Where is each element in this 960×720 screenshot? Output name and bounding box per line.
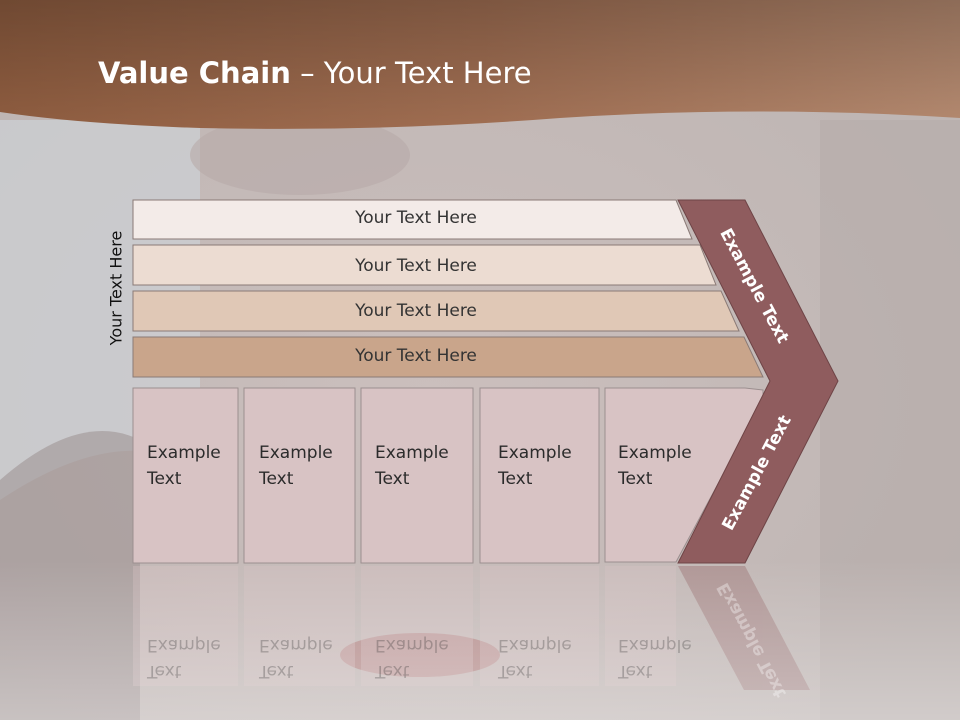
box-5-line1: Example: [618, 443, 692, 463]
bar-3: [132, 290, 740, 332]
box-2-reflection: Text Example: [259, 632, 359, 684]
bar-1: [132, 199, 693, 240]
box-4-reflection-line2: Text: [498, 661, 533, 681]
box-5-reflection-line1: Example: [618, 635, 692, 655]
title-rest: – Your Text Here: [290, 56, 532, 90]
page-title: Value Chain – Your Text Here: [98, 56, 532, 90]
box-2-line1: Example: [259, 443, 333, 463]
box-3-reflection-line1: Example: [375, 635, 449, 655]
box-1-reflection-line1: Example: [147, 635, 221, 655]
box-3-line1: Example: [375, 443, 449, 463]
box-3-line2: Text: [375, 469, 410, 489]
box-4-reflection-line1: Example: [498, 635, 572, 655]
box-3-reflection-line2: Text: [375, 661, 410, 681]
box-5-line2: Text: [618, 469, 653, 489]
box-3: [360, 387, 474, 564]
bar-4: [132, 336, 764, 378]
box-3-reflection: Text Example: [375, 632, 475, 684]
box-4-line1: Example: [498, 443, 572, 463]
box-1: [132, 387, 239, 564]
box-4: [479, 387, 600, 564]
box-4-line2: Text: [498, 469, 533, 489]
box-1-line2: Text: [147, 469, 182, 489]
box-1-reflection: Text Example: [147, 632, 247, 684]
box-5-reflection-line2: Text: [618, 661, 653, 681]
box-2-line2: Text: [259, 469, 294, 489]
bar-4-label: Your Text Here: [355, 346, 477, 366]
bar-2-label: Your Text Here: [355, 256, 477, 276]
bar-3-label: Your Text Here: [355, 301, 477, 321]
bar-2: [132, 244, 717, 286]
side-label: Your Text Here: [106, 230, 126, 346]
box-5-reflection: Text Example: [618, 632, 718, 684]
box-1-line1: Example: [147, 443, 221, 463]
box-4-reflection: Text Example: [498, 632, 598, 684]
box-2: [243, 387, 356, 564]
box-2-reflection-line2: Text: [259, 661, 294, 681]
box-1-reflection-line2: Text: [147, 661, 182, 681]
box-2-reflection-line1: Example: [259, 635, 333, 655]
title-bold: Value Chain: [98, 56, 291, 90]
bar-1-label: Your Text Here: [355, 208, 477, 228]
